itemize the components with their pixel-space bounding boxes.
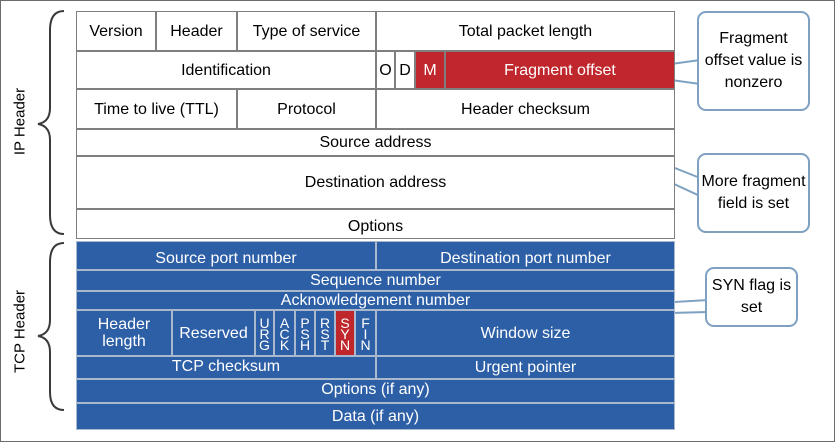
type-of-service-field: Type of service xyxy=(237,11,376,51)
ip-header-brace xyxy=(37,10,65,235)
ip-header-label: IP Header xyxy=(11,87,29,156)
identification-field: Identification xyxy=(76,51,376,89)
data-field: Data (if any) xyxy=(76,403,675,430)
fragment-offset-callout: Fragment offset value is nonzero xyxy=(697,11,810,111)
syn-flag-callout: SYN flag is set xyxy=(705,267,798,327)
urgent-pointer-field: Urgent pointer xyxy=(376,356,675,379)
protocol-field: Protocol xyxy=(237,89,376,129)
ip-options-field: Options xyxy=(76,209,675,239)
tcp-header-length-field: Header length xyxy=(76,310,172,356)
destination-address-field: Destination address xyxy=(76,156,675,209)
flag-o-field: O xyxy=(376,51,395,89)
version-field: Version xyxy=(76,11,156,51)
tcp-checksum-field: TCP checksum xyxy=(76,356,376,379)
destination-port-field: Destination port number xyxy=(376,241,675,270)
more-fragment-callout: More fragment field is set xyxy=(697,153,810,233)
acknowledgement-number-field: Acknowledgement number xyxy=(76,291,675,310)
header-length-field: Header xyxy=(156,11,237,51)
flag-m-field: M xyxy=(415,51,445,89)
fragment-offset-field: Fragment offset xyxy=(445,51,675,89)
tcp-options-field: Options (if any) xyxy=(76,379,675,403)
flag-d-field: D xyxy=(395,51,415,89)
reserved-field: Reserved xyxy=(172,310,255,356)
tcp-header-brace xyxy=(37,242,65,411)
sequence-number-field: Sequence number xyxy=(76,270,675,291)
source-port-field: Source port number xyxy=(76,241,376,270)
source-address-field: Source address xyxy=(76,129,675,156)
window-size-field: Window size xyxy=(376,310,675,356)
header-checksum-field: Header checksum xyxy=(376,89,675,129)
ttl-field: Time to live (TTL) xyxy=(76,89,237,129)
tcp-header-label: TCP Header xyxy=(11,289,29,374)
total-packet-length-field: Total packet length xyxy=(376,11,675,51)
